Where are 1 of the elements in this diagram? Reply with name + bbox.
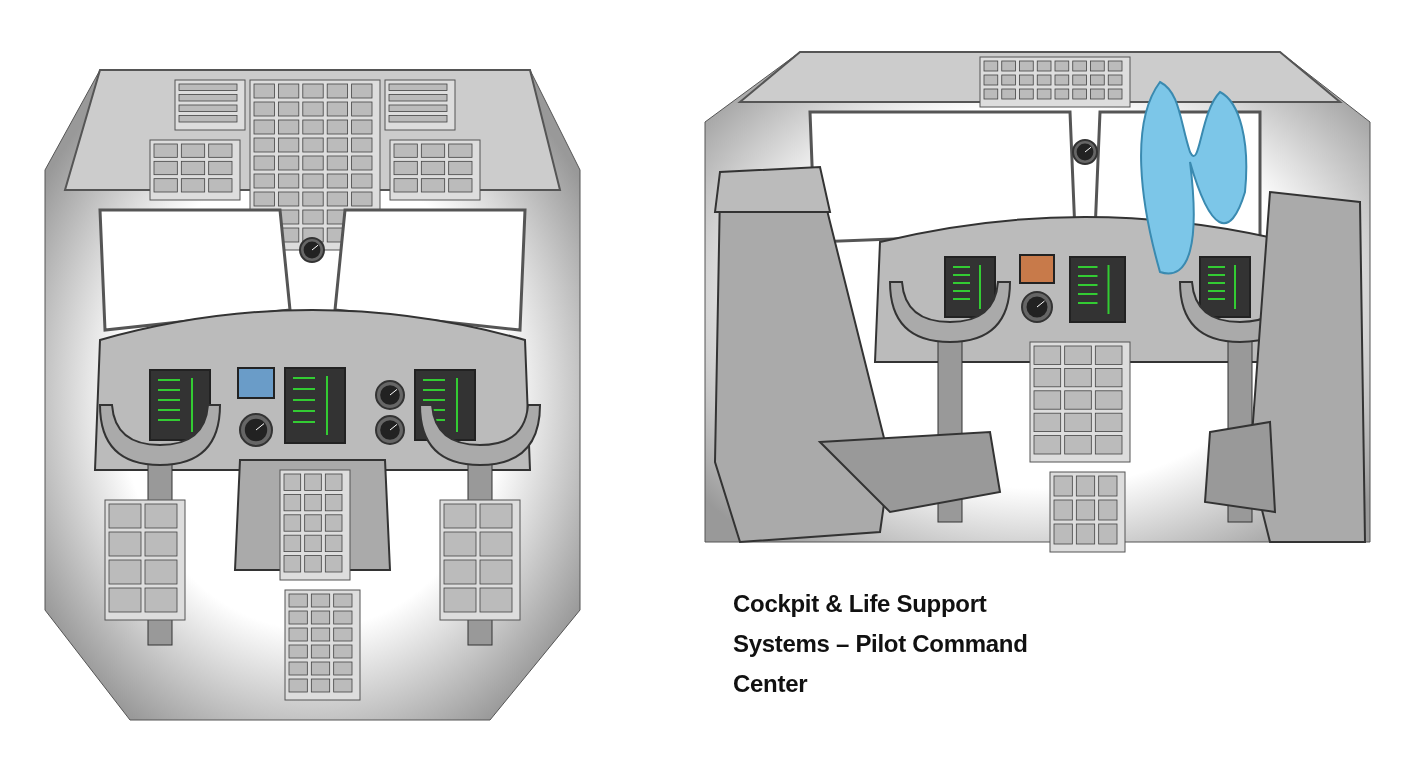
diagram-title: Cockpit & Life Support Systems – Pilot Command Center	[733, 589, 1029, 699]
